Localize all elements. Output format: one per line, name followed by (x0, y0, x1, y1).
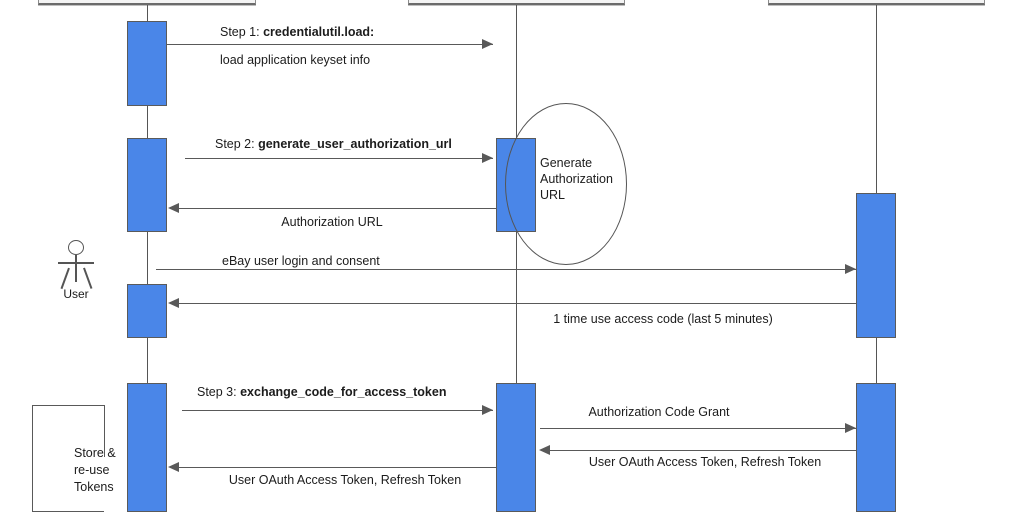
message-auth-url-return-label: Authorization URL (281, 215, 383, 229)
note-generate-authorization-url (505, 103, 627, 265)
message-token-return-right-label: User OAuth Access Token, Refresh Token (588, 455, 822, 469)
message-auth-code-grant-label: Authorization Code Grant (588, 405, 730, 419)
actor-user-arms (58, 262, 94, 264)
actor-user-leg-left (60, 267, 70, 289)
message-access-code-line (178, 303, 856, 304)
message-step1-prefix: Step 1: (220, 25, 264, 39)
participant-header-application[interactable] (38, 0, 256, 5)
message-auth-url-return-arrowhead (168, 202, 179, 213)
message-access-code-arrowhead (168, 297, 179, 308)
message-step3-arrowhead (482, 404, 493, 415)
message-token-return-right-line (550, 450, 856, 451)
message-token-return-left-label: User OAuth Access Token, Refresh Token (228, 473, 462, 487)
note-store-reuse-tokens-stub (104, 405, 105, 457)
participant-header-credentialutil[interactable] (408, 0, 625, 5)
message-auth-code-grant-line (540, 428, 856, 429)
message-step2-prefix: Step 2: (215, 137, 259, 151)
message-ebay-login-arrowhead (845, 263, 856, 274)
message-step3-bold: exchange_code_for_access_token (240, 385, 447, 399)
message-step3-label: Step 3: exchange_code_for_access_token (197, 385, 446, 400)
note-store-reuse-tokens-text: Store & re-use Tokens (74, 446, 116, 494)
activation-bar-application-1 (127, 21, 167, 106)
activation-bar-application-3 (127, 284, 167, 338)
message-step1-bold: credentialutil.load: (263, 25, 375, 39)
message-step3-line (182, 410, 493, 411)
activation-bar-credentialutil-2 (496, 383, 536, 512)
lifeline-credentialutil (516, 5, 517, 512)
message-ebay-login-label: eBay user login and consent (222, 254, 380, 268)
message-step2-bold: generate_user_authorization_url (258, 137, 452, 151)
message-step1-label: Step 1: credentialutil.load: (220, 25, 374, 40)
message-auth-code-grant-arrowhead (845, 422, 856, 433)
message-access-code-label: 1 time use access code (last 5 minutes) (553, 312, 773, 326)
note-generate-authorization-url-text: Generate Authorization URL (540, 156, 613, 202)
activation-bar-ebay-oauth-2 (856, 383, 896, 512)
message-token-return-right-arrowhead (539, 444, 550, 455)
message-auth-url-return-line (178, 208, 496, 209)
message-step2-arrowhead (482, 152, 493, 163)
message-step1-line (167, 44, 493, 45)
message-step2-label: Step 2: generate_user_authorization_url (215, 137, 452, 152)
actor-user-body (75, 255, 77, 282)
activation-bar-ebay-oauth-1 (856, 193, 896, 338)
message-step3-prefix: Step 3: (197, 385, 241, 399)
activation-bar-application-2 (127, 138, 167, 232)
message-step2-line (185, 158, 493, 159)
actor-user-leg-right (83, 267, 92, 289)
actor-user-head (68, 240, 84, 255)
message-token-return-left-line (178, 467, 496, 468)
message-step1-sublabel: load application keyset info (220, 53, 371, 67)
participant-header-ebay-oauth[interactable] (768, 0, 985, 5)
message-token-return-left-arrowhead (168, 461, 179, 472)
lifeline-application (147, 5, 148, 512)
message-ebay-login-line (156, 269, 856, 270)
activation-bar-application-4 (127, 383, 167, 512)
message-step1-arrowhead (482, 38, 493, 49)
actor-user-label: User (63, 287, 89, 301)
